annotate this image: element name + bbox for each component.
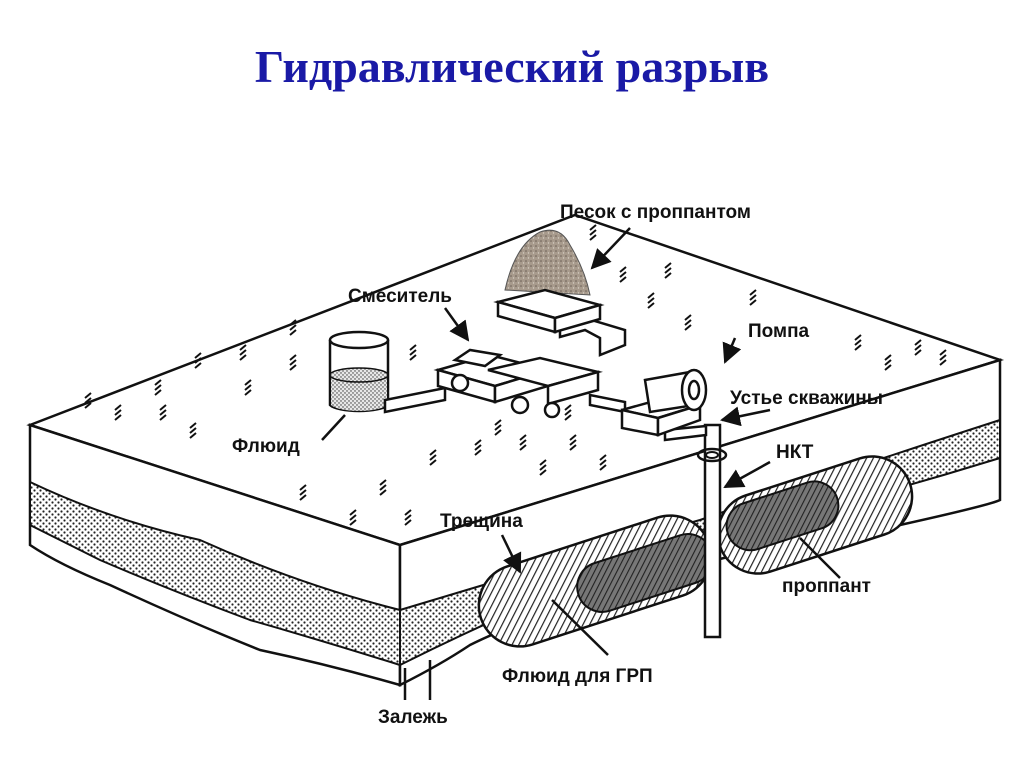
well-tubing bbox=[696, 423, 728, 639]
label-mixer: Смеситель bbox=[348, 286, 452, 307]
arrow-pump bbox=[722, 337, 742, 364]
pump-truck bbox=[620, 368, 708, 437]
mixer-truck bbox=[433, 348, 603, 419]
label-fluid: Флюид bbox=[232, 436, 300, 457]
pointer-frac-fluid bbox=[551, 599, 609, 656]
arrow-mixer bbox=[443, 307, 470, 342]
reservoir-layer-left bbox=[29, 480, 401, 667]
arrow-tubing bbox=[723, 460, 771, 489]
label-frac-fluid: Флюид для ГРП bbox=[502, 666, 653, 687]
surface-texture bbox=[84, 224, 947, 526]
label-sand: Песок с проппантом bbox=[560, 202, 751, 223]
label-proppant: проппант bbox=[782, 576, 871, 597]
page-title: Гидравлический разрыв bbox=[254, 41, 770, 92]
fluid-tank bbox=[328, 330, 390, 413]
pointer-fluid bbox=[321, 414, 346, 441]
arrow-fracture bbox=[500, 534, 522, 574]
label-fracture: Трещина bbox=[440, 511, 523, 532]
sand-hopper bbox=[493, 229, 605, 334]
arrow-wellhead bbox=[720, 406, 771, 427]
pointers bbox=[321, 227, 841, 700]
label-pump: Помпа bbox=[748, 321, 810, 342]
label-reservoir: Залежь bbox=[378, 707, 448, 728]
arrow-sand bbox=[590, 227, 631, 270]
label-wellhead: Устье скважины bbox=[730, 388, 883, 409]
pointer-proppant bbox=[799, 537, 841, 579]
label-tubing: НКТ bbox=[776, 442, 814, 463]
